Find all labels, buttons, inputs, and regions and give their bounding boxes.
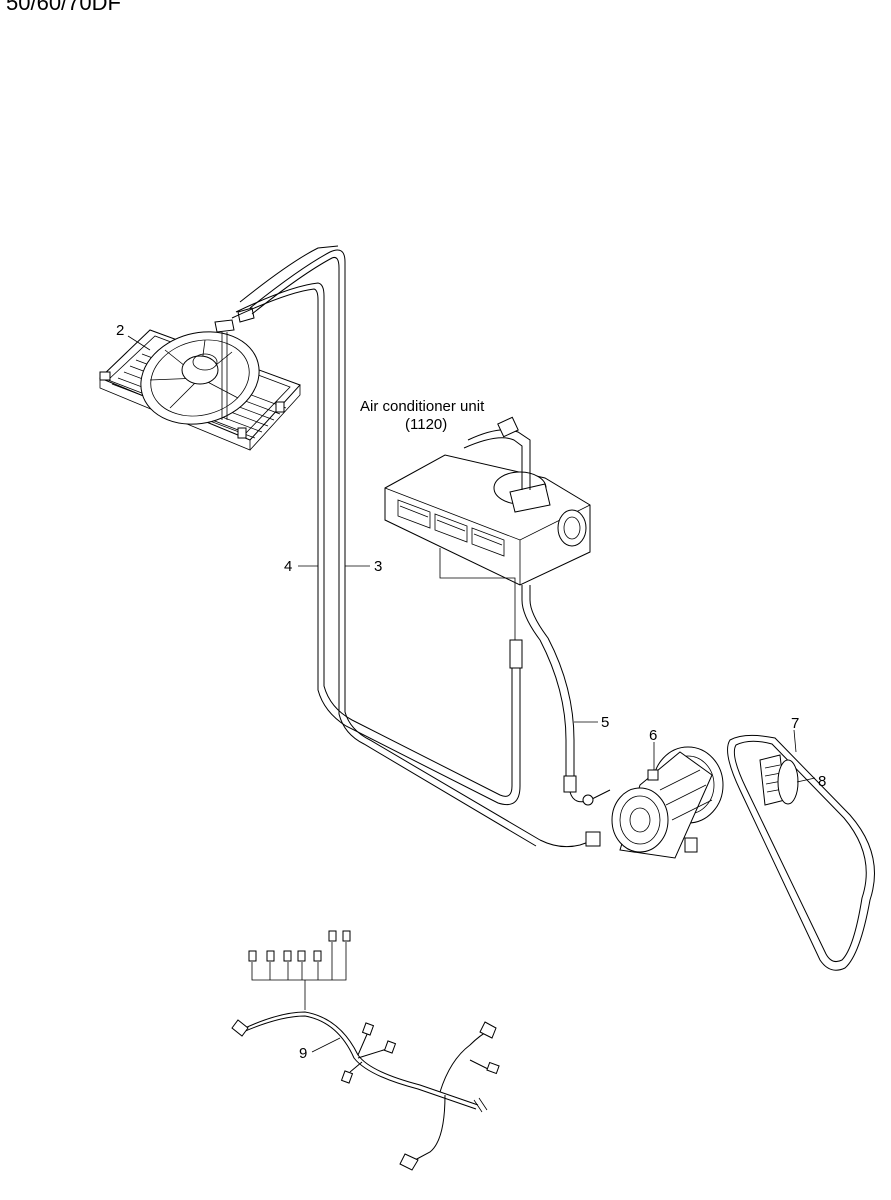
unit-code-label: (1120) xyxy=(405,416,447,433)
condenser-fan-assembly[interactable] xyxy=(99,307,301,451)
drawing-header: 50/60/70DF xyxy=(6,0,121,15)
leader-9 xyxy=(311,1037,341,1053)
leader-8 xyxy=(796,777,816,783)
wiring-harness[interactable] xyxy=(231,930,500,1171)
leader-2 xyxy=(127,335,151,351)
hose-4[interactable] xyxy=(231,245,523,806)
callout-8: 8 xyxy=(818,773,826,790)
hose-3[interactable] xyxy=(249,249,541,847)
drive-belt[interactable] xyxy=(727,734,875,971)
air-conditioner-unit[interactable] xyxy=(384,416,591,640)
callout-3: 3 xyxy=(374,558,382,575)
callout-9: 9 xyxy=(299,1045,307,1062)
callout-6: 6 xyxy=(649,727,657,744)
unit-name-label: Air conditioner unit xyxy=(360,398,485,415)
pulley-bracket[interactable] xyxy=(759,754,799,806)
callout-7: 7 xyxy=(791,715,799,732)
leader-7 xyxy=(793,729,797,753)
callout-2: 2 xyxy=(116,322,124,339)
callout-5: 5 xyxy=(601,714,609,731)
hose-5[interactable] xyxy=(521,585,611,806)
compressor[interactable] xyxy=(539,746,724,859)
callout-4: 4 xyxy=(284,558,292,575)
